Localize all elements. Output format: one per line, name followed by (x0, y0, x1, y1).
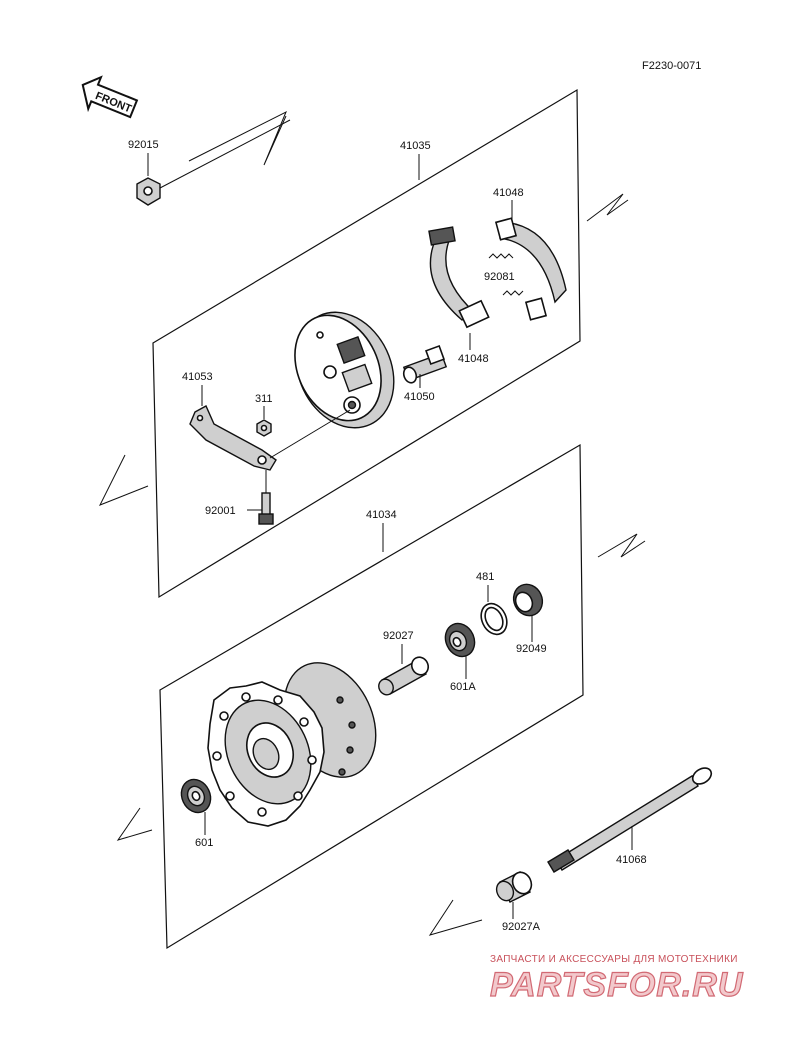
part-92027A-collar (495, 871, 533, 903)
label-601: 601 (195, 837, 213, 849)
part-41048-brake-shoe-lower (428, 226, 490, 329)
part-41048-brake-shoe-upper (494, 217, 567, 321)
part-41050-camshaft (402, 345, 448, 384)
label-41048-bottom: 41048 (458, 353, 489, 365)
part-92027-spacer (378, 656, 430, 696)
watermark-tagline: ЗАПЧАСТИ И АКСЕССУАРЫ ДЛЯ МОТОТЕХНИКИ (490, 954, 738, 965)
part-41068-axle (547, 767, 713, 873)
label-92027A: 92027A (502, 921, 541, 933)
part-wheel-hub (207, 662, 377, 827)
part-92049-oil-seal (512, 583, 544, 617)
part-92015-nut (136, 119, 291, 206)
watermark-brand: PARTSFOR.RU (490, 966, 744, 1004)
label-311: 311 (255, 393, 273, 405)
part-311-nut (256, 419, 272, 437)
label-41068: 41068 (616, 854, 647, 866)
panel-brake-assembly (152, 88, 581, 599)
label-41048-top: 41048 (493, 187, 524, 199)
label-92015: 92015 (128, 139, 159, 151)
label-41050: 41050 (404, 391, 435, 403)
panel-hub-assembly (159, 443, 584, 950)
part-41053-brake-lever (189, 405, 351, 471)
cut-marks (98, 110, 646, 936)
part-brake-panel-disc (294, 311, 395, 429)
label-41053: 41053 (182, 371, 213, 383)
front-arrow-icon: FRONT (81, 75, 139, 119)
part-601A-bearing (444, 622, 476, 658)
label-41035: 41035 (400, 140, 431, 152)
watermark-logo: ЗАПЧАСТИ И АКСЕССУАРЫ ДЛЯ МОТОТЕХНИКИ PA… (489, 954, 744, 1005)
reference-code: F2230-0071 (642, 60, 701, 72)
label-92001: 92001 (205, 505, 236, 517)
label-92049: 92049 (516, 643, 547, 655)
part-92001-bolt (258, 470, 274, 525)
label-41034: 41034 (366, 509, 397, 521)
part-481-circlip (480, 602, 508, 636)
label-601A: 601A (450, 681, 476, 693)
part-92081-springs (488, 253, 524, 296)
label-92027: 92027 (383, 630, 414, 642)
label-92081: 92081 (484, 271, 515, 283)
part-601-bearing (180, 778, 212, 814)
label-481: 481 (476, 571, 494, 583)
